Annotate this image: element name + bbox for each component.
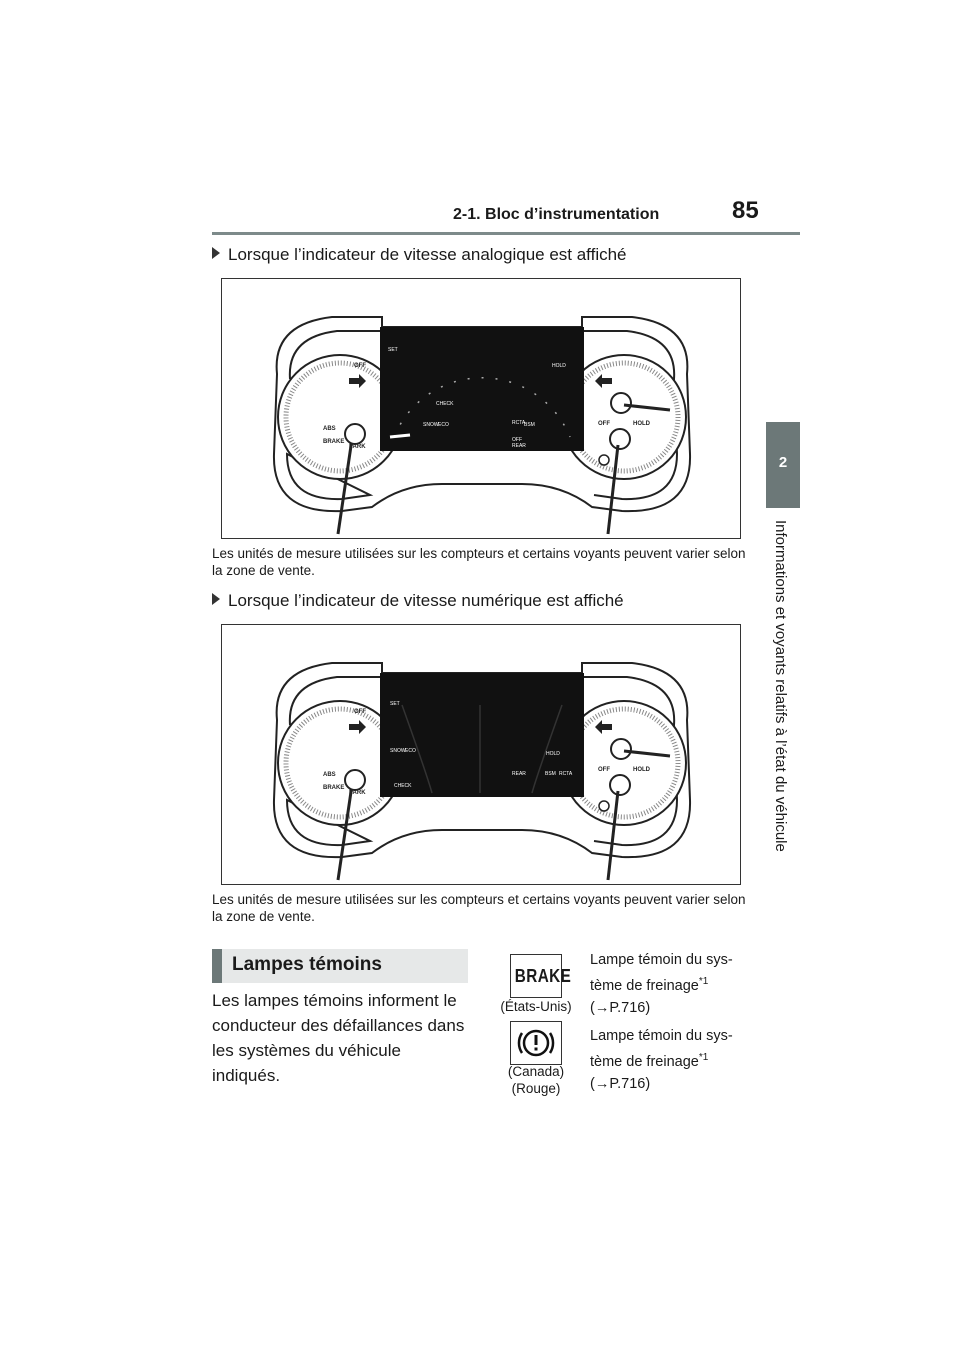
rear-label: REAR bbox=[512, 443, 526, 449]
lamp-desc-line1: Lampe témoin du sys- bbox=[590, 1028, 733, 1044]
page-reference-link[interactable]: (→P.716) bbox=[590, 1075, 651, 1092]
header-rule bbox=[212, 232, 800, 235]
section-body: Les lampes témoins informent le conducte… bbox=[212, 991, 465, 1085]
rcta-label: RCTA bbox=[559, 771, 573, 777]
rear-label: REAR bbox=[512, 771, 526, 777]
lamp-desc-line2: tème de freinage bbox=[590, 977, 699, 994]
analog-case-heading: Lorsque l’indicateur de vitesse analogiq… bbox=[212, 245, 627, 265]
footnote-marker: *1 bbox=[698, 1052, 709, 1063]
center-display bbox=[380, 327, 584, 451]
p-off-label: OFF bbox=[512, 437, 522, 443]
page-reference-link[interactable]: (→P.716) bbox=[590, 999, 651, 1016]
park-label: PARK bbox=[349, 444, 366, 450]
lamp-color-note: (Rouge) bbox=[511, 1081, 561, 1096]
digital-cluster-illustration: SET SNOW ECO CHECK REAR BSM RCTA HOLD OF… bbox=[272, 662, 692, 881]
off-label-left: OFF bbox=[354, 709, 366, 715]
bsm-label: BSM bbox=[524, 422, 535, 428]
lamp-desc-line1: Lampe témoin du sys- bbox=[590, 952, 733, 968]
digital-case-heading-text: Lorsque l’indicateur de vitesse numériqu… bbox=[228, 591, 624, 610]
snow-label: SNOW bbox=[423, 422, 439, 428]
header-section-title: 2-1. Bloc d’instrumentation bbox=[453, 206, 660, 223]
hold-label: HOLD bbox=[633, 421, 651, 427]
eco-label: ECO bbox=[405, 748, 416, 754]
check-label: CHECK bbox=[394, 783, 412, 789]
analog-cluster-figure: SET CHECK SNOW ECO RCTA BSM OFF REAR HOL… bbox=[221, 278, 741, 539]
circle-exclamation-icon bbox=[510, 1021, 562, 1065]
triangle-bullet-icon bbox=[212, 593, 220, 605]
analog-caption: Les unités de mesure utilisées sur les c… bbox=[212, 546, 746, 578]
park-label: PARK bbox=[349, 790, 366, 796]
set-label: SET bbox=[388, 347, 398, 353]
brake-label: BRAKE bbox=[323, 439, 344, 445]
lamp-region-usa: (États-Unis) bbox=[500, 999, 572, 1014]
section-heading: Lampes témoins bbox=[212, 949, 468, 983]
hold-small-label: HOLD bbox=[546, 751, 560, 757]
brake-text-icon: BRAKE bbox=[510, 954, 572, 998]
abs-label: ABS bbox=[323, 772, 336, 778]
snow-label: SNOW bbox=[390, 748, 406, 754]
center-display bbox=[380, 673, 584, 797]
off-label-right: OFF bbox=[598, 421, 610, 427]
abs-label: ABS bbox=[323, 426, 336, 432]
hold-small-label: HOLD bbox=[552, 363, 566, 369]
brake-icon-text: BRAKE bbox=[514, 966, 572, 986]
digital-caption: Les unités de mesure utilisées sur les c… bbox=[212, 892, 746, 924]
check-label: CHECK bbox=[436, 401, 454, 407]
off-label-left: OFF bbox=[354, 363, 366, 369]
brake-label: BRAKE bbox=[323, 785, 344, 791]
lamp-description-1: Lampe témoin du sys- tème de freinage*1 … bbox=[590, 949, 760, 1019]
chapter-number: 2 bbox=[778, 454, 788, 471]
rcta-label: RCTA bbox=[512, 420, 526, 426]
footnote-marker: *1 bbox=[698, 976, 709, 987]
bsm-label: BSM bbox=[545, 771, 556, 777]
analog-cluster-illustration: SET CHECK SNOW ECO RCTA BSM OFF REAR HOL… bbox=[272, 316, 692, 535]
hold-label: HOLD bbox=[633, 767, 651, 773]
lamp-desc-line2: tème de freinage bbox=[590, 1053, 699, 1070]
chapter-title: Informations et voyants relatifs à l’éta… bbox=[772, 520, 789, 852]
digital-cluster-figure: SET SNOW ECO CHECK REAR BSM RCTA HOLD OF… bbox=[221, 624, 741, 885]
eco-label: ECO bbox=[438, 422, 449, 428]
lamp-region-canada: (Canada) bbox=[507, 1064, 565, 1079]
triangle-bullet-icon bbox=[212, 247, 220, 259]
page-number: 85 bbox=[732, 197, 759, 224]
analog-case-heading-text: Lorsque l’indicateur de vitesse analogiq… bbox=[228, 245, 627, 264]
chapter-tab: 2 bbox=[766, 422, 800, 508]
set-label: SET bbox=[390, 701, 400, 707]
off-label-right: OFF bbox=[598, 767, 610, 773]
lamp-description-2: Lampe témoin du sys- tème de freinage*1 … bbox=[590, 1025, 760, 1095]
digital-case-heading: Lorsque l’indicateur de vitesse numériqu… bbox=[212, 591, 624, 611]
